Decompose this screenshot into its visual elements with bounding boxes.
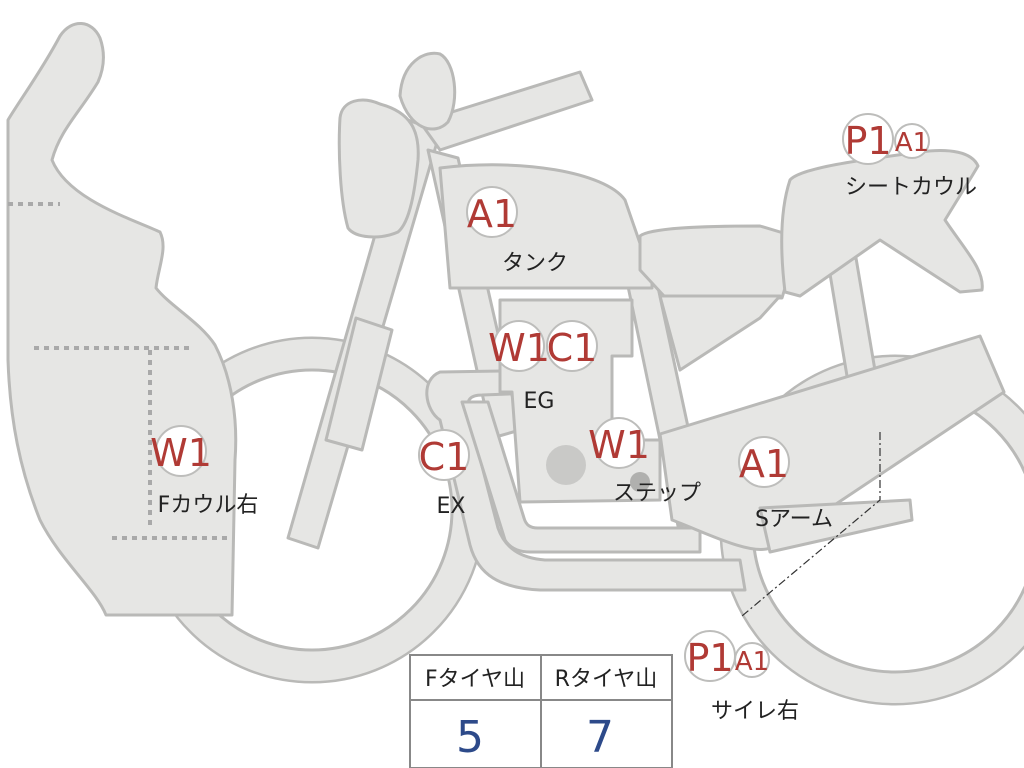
engine-code-1: W1 [488, 326, 550, 370]
swing-arm-code: A1 [739, 442, 789, 486]
marker-exhaust: C1 EX [418, 429, 470, 519]
seat [638, 224, 802, 300]
marker-engine: W1 C1 EG [488, 320, 598, 414]
seat-cowl-code-1: P1 [844, 119, 891, 163]
muffler-label: サイレ右 [711, 699, 799, 724]
muffler-code-1: P1 [686, 636, 733, 680]
marker-seat-cowl: P1 A1 シートカウル [842, 113, 977, 200]
fork-lower [324, 316, 394, 452]
tire-tread-table: Fタイヤ山 Rタイヤ山 5 7 [409, 654, 673, 768]
marker-swing-arm: A1 Sアーム [738, 436, 833, 532]
marker-front-cowl: W1 Fカウル右 [150, 425, 259, 518]
rear-tread-header: Rタイヤ山 [555, 667, 658, 692]
front-cowl-panel-lines [8, 202, 232, 540]
front-cowl-label: Fカウル右 [158, 493, 259, 518]
step-label: ステップ [613, 481, 701, 506]
marker-muffler-right: P1 A1 サイレ右 [684, 630, 799, 724]
seat-cowl [780, 149, 984, 298]
front-cowl [6, 22, 238, 617]
front-tread-value: 5 [456, 712, 484, 763]
front-tread-header: Fタイヤ山 [425, 667, 525, 692]
engine-cover-circle [546, 445, 586, 485]
engine-label: EG [524, 389, 555, 414]
seat-cowl-code-2: A1 [895, 128, 929, 158]
marker-step: W1 ステップ [588, 417, 701, 506]
rear-tread-value: 7 [586, 712, 614, 763]
rear-fender [658, 294, 782, 372]
exhaust-code: C1 [419, 435, 470, 479]
handlebar [418, 70, 594, 152]
tank-code: A1 [467, 192, 517, 236]
swing-arm-label: Sアーム [755, 507, 833, 532]
step-peg-front [630, 472, 650, 492]
tank-label: タンク [502, 251, 568, 276]
headlight [337, 98, 420, 239]
muffler-code-2: A1 [735, 647, 769, 677]
marker-tank: A1 タンク [466, 186, 568, 276]
swing-arm-link [758, 498, 914, 554]
mirror [398, 51, 457, 131]
seat-cowl-label: シートカウル [845, 175, 977, 200]
muffler-leader-line [741, 432, 881, 617]
exhaust-label: EX [437, 494, 466, 519]
front-cowl-code: W1 [150, 431, 212, 475]
engine-code-2: C1 [547, 326, 598, 370]
step-code: W1 [588, 423, 650, 467]
